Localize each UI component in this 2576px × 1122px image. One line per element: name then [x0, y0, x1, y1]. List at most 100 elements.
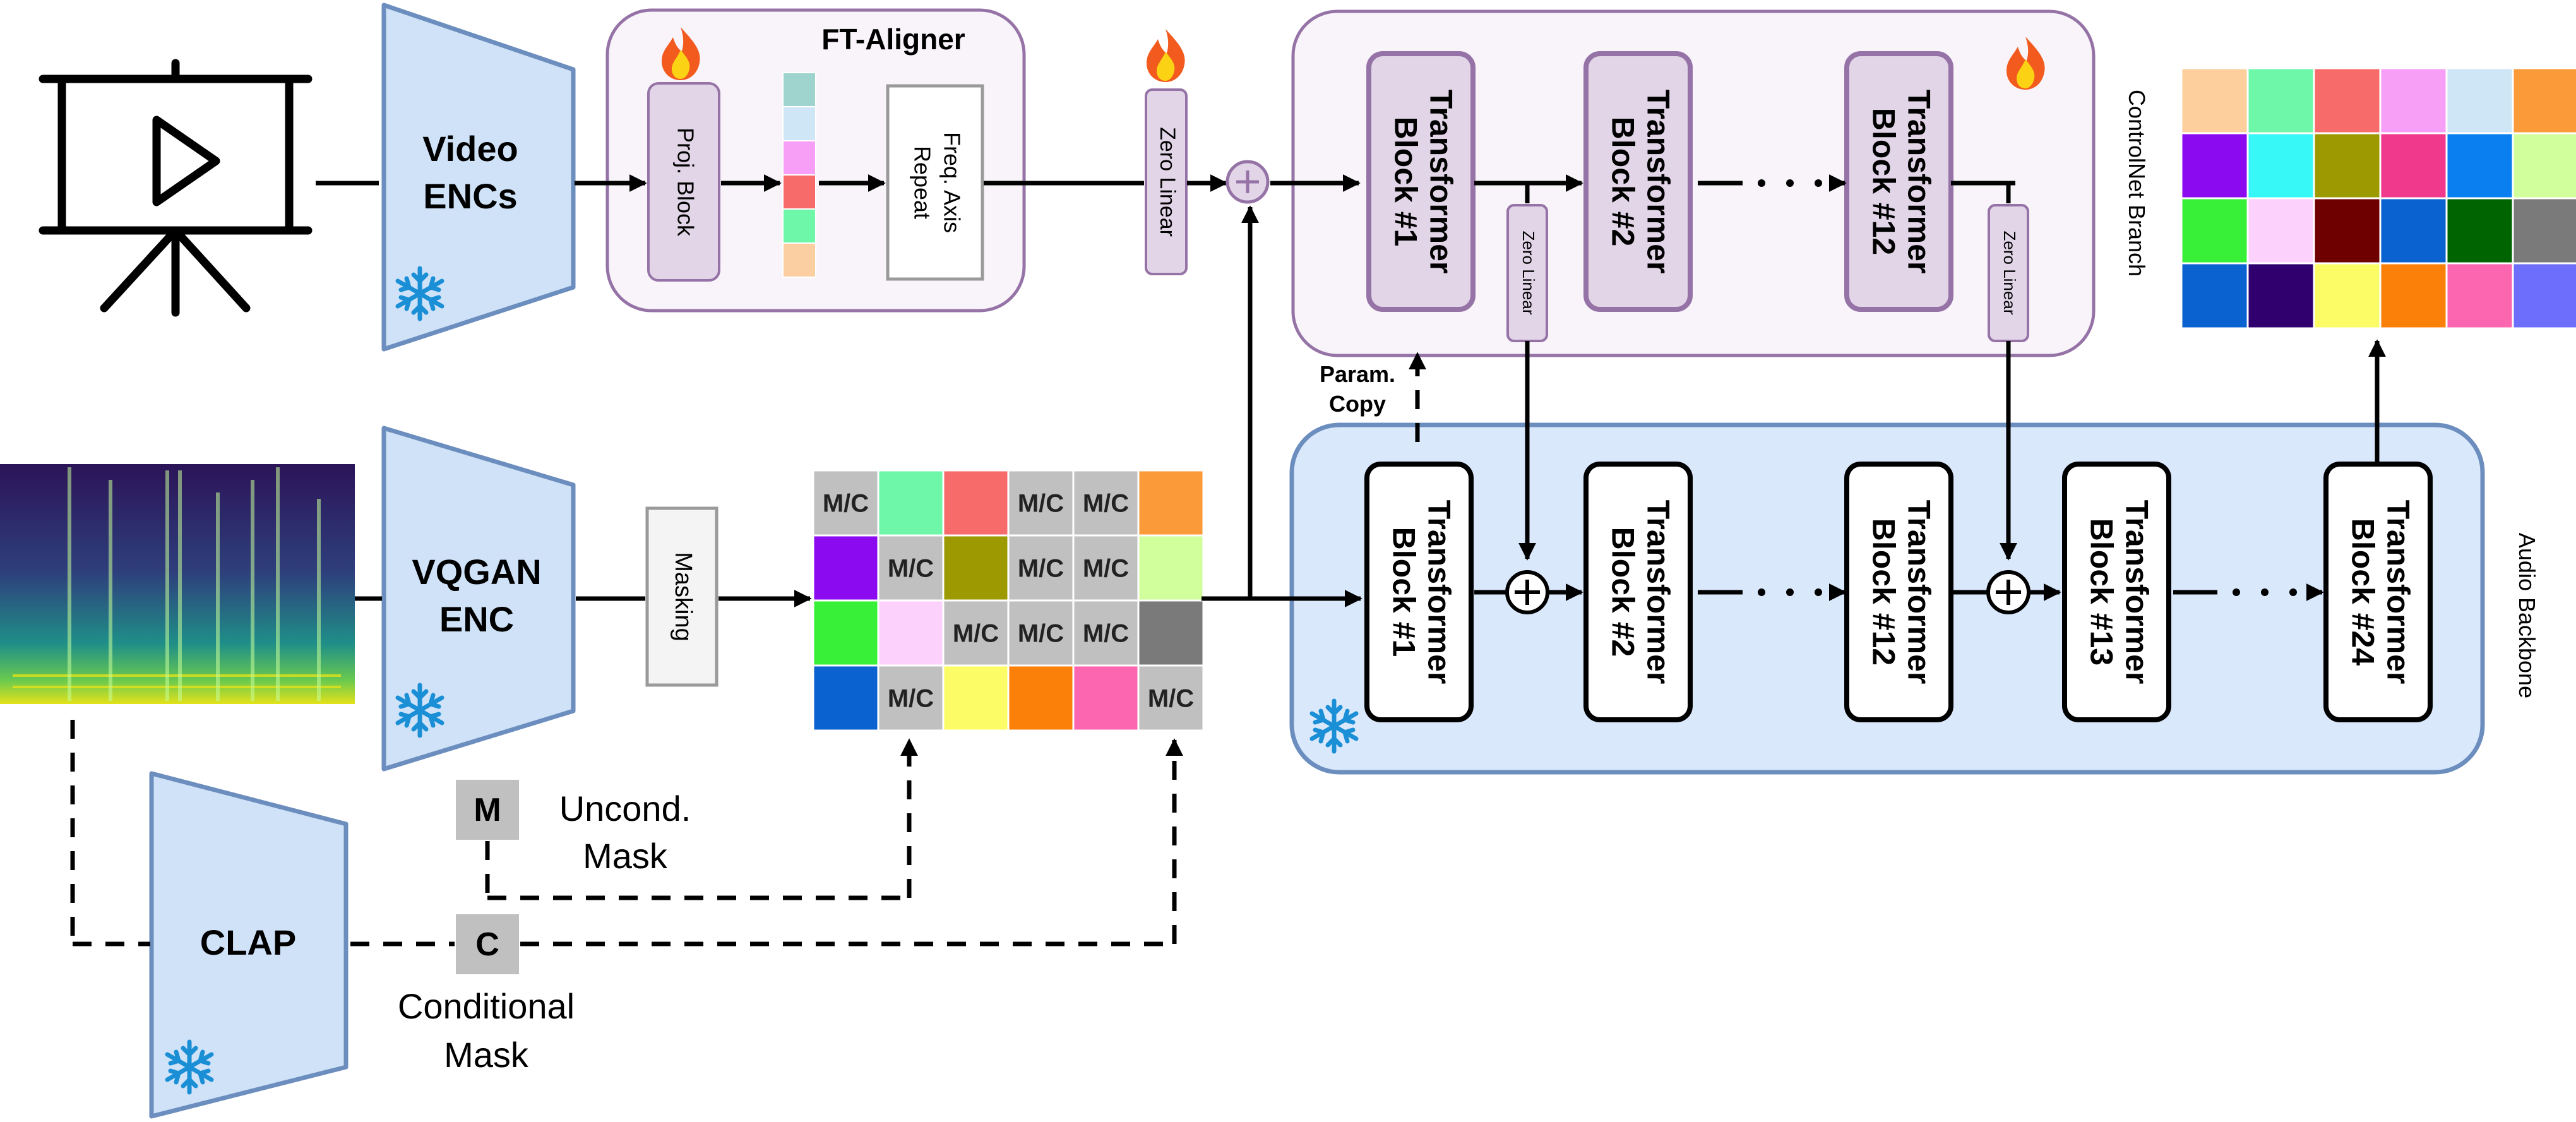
aligner-token — [782, 72, 816, 107]
transformer-block-number: Block #24 — [2345, 518, 2380, 666]
token-mask-label: M/C — [1018, 490, 1064, 518]
output-token-cell — [2180, 197, 2249, 265]
token-cell — [1137, 534, 1205, 602]
controlnet-branch-label: ControlNet Branch — [2124, 90, 2150, 277]
token-mask-label: M/C — [1083, 555, 1129, 583]
output-token-cell — [2180, 67, 2249, 134]
video-encoder: Video ENCs — [381, 3, 576, 352]
token-mask-label: M/C — [888, 685, 934, 713]
freq-axis-repeat-label-2: Repeat — [909, 146, 935, 219]
token-mask-label: M/C — [1083, 620, 1129, 648]
token-mask-label: M/C — [1018, 620, 1064, 648]
aligner-token — [782, 208, 816, 244]
cond-mask-label-2: Mask — [444, 1035, 529, 1075]
token-cell — [1137, 599, 1205, 667]
output-token-cell — [2445, 67, 2514, 134]
token-cell — [812, 599, 880, 667]
output-token-cell — [2180, 262, 2249, 330]
cond-mask-label-1: Conditional — [398, 986, 575, 1026]
token-cell — [1072, 469, 1140, 537]
output-token-cell — [2246, 197, 2315, 265]
sum-node-1 — [1505, 570, 1549, 614]
param-copy-label-2: Copy — [1329, 391, 1386, 417]
aligner-token — [782, 174, 816, 210]
controlnet-transformer-block — [1366, 51, 1476, 312]
controlnet-transformer-block — [1583, 51, 1693, 312]
zero-linear-1-label: Zero Linear — [1519, 231, 1538, 315]
token-cell — [1137, 664, 1205, 732]
token-cell — [942, 469, 1010, 537]
vqgan-encoder-label-2: ENC — [439, 599, 514, 639]
aligner-token — [782, 242, 816, 278]
sum-node-input — [1225, 160, 1270, 204]
transformer-block-number: Block #2 — [1605, 117, 1640, 247]
output-token-cell — [2246, 132, 2315, 200]
backbone-transformer-block — [1364, 462, 1474, 722]
token-cell — [942, 534, 1010, 602]
backbone-transformer-block — [2323, 462, 2433, 722]
dashed-connections — [70, 352, 1426, 946]
vqgan-encoder: VQGAN ENC — [381, 426, 576, 772]
transformer-block-number: Block #1 — [1386, 527, 1421, 657]
transformer-block-label: Transformer — [1901, 90, 1936, 274]
backbone-transformer-block — [2062, 462, 2171, 722]
cond-mask-badge — [456, 914, 519, 974]
connections — [316, 174, 2386, 607]
token-mask-label: M/C — [1083, 490, 1129, 518]
zero-linear-12-label: Zero Linear — [2000, 231, 2019, 315]
output-token-cell — [2445, 262, 2514, 330]
aligner-token-column — [782, 72, 816, 278]
aligner-token — [782, 106, 816, 141]
transformer-block-label: Transformer — [1640, 90, 1676, 274]
output-token-cell — [2512, 67, 2576, 134]
mel-spectrogram-image — [0, 464, 355, 704]
output-token-cell — [2512, 197, 2576, 265]
video-encoder-label-2: ENCs — [423, 176, 517, 216]
video-encoder-label-1: Video — [422, 129, 518, 169]
aligner-zero-linear — [1145, 88, 1188, 275]
output-token-cell — [2445, 132, 2514, 200]
uncond-mask-badge-letter: M — [474, 792, 501, 828]
token-mask-label: M/C — [823, 490, 869, 518]
proj-block — [647, 82, 720, 282]
transformer-block-label: Transformer — [1640, 500, 1676, 684]
output-token-cell — [2246, 262, 2315, 330]
transformer-block-number: Block #13 — [2084, 518, 2119, 665]
freq-axis-repeat-block — [886, 84, 984, 281]
ellipsis-dots — [1758, 179, 2297, 596]
transformer-block-label: Transformer — [2380, 500, 2416, 684]
uncond-mask-label-2: Mask — [583, 836, 668, 876]
output-token-cell — [2379, 197, 2448, 265]
token-cell — [1007, 469, 1075, 537]
transformer-block-number: Block #2 — [1605, 527, 1640, 657]
token-cell — [877, 469, 945, 537]
token-cell — [1072, 664, 1140, 732]
output-token-cell — [2313, 67, 2382, 134]
transformer-block-number: Block #1 — [1388, 117, 1423, 247]
uncond-mask-label-1: Uncond. — [559, 789, 691, 828]
token-cell — [877, 664, 945, 732]
clap-encoder: CLAP — [149, 771, 349, 1119]
output-token-cell — [2313, 262, 2382, 330]
output-token-cell — [2445, 197, 2514, 265]
output-token-cell — [2379, 67, 2448, 134]
token-mask-label: M/C — [953, 620, 999, 648]
output-token-cell — [2246, 67, 2315, 134]
transformer-block-label: Transformer — [1423, 90, 1458, 274]
token-cell — [877, 534, 945, 602]
token-cell — [1137, 469, 1205, 537]
output-token-cell — [2313, 132, 2382, 200]
output-token-grid — [2180, 67, 2576, 330]
freq-axis-repeat-label-1: Freq. Axis — [939, 132, 965, 233]
sum-node-12 — [1986, 570, 2030, 614]
ellipsis-arrows — [1705, 174, 2324, 601]
masking-block — [645, 506, 719, 687]
aligner-zero-linear-label: Zero Linear — [1155, 127, 1179, 237]
projector-screen-icon — [39, 59, 313, 317]
uncond-mask-badge — [456, 780, 519, 840]
cond-mask-badge-letter: C — [475, 926, 499, 963]
clap-encoder-label: CLAP — [200, 922, 296, 962]
